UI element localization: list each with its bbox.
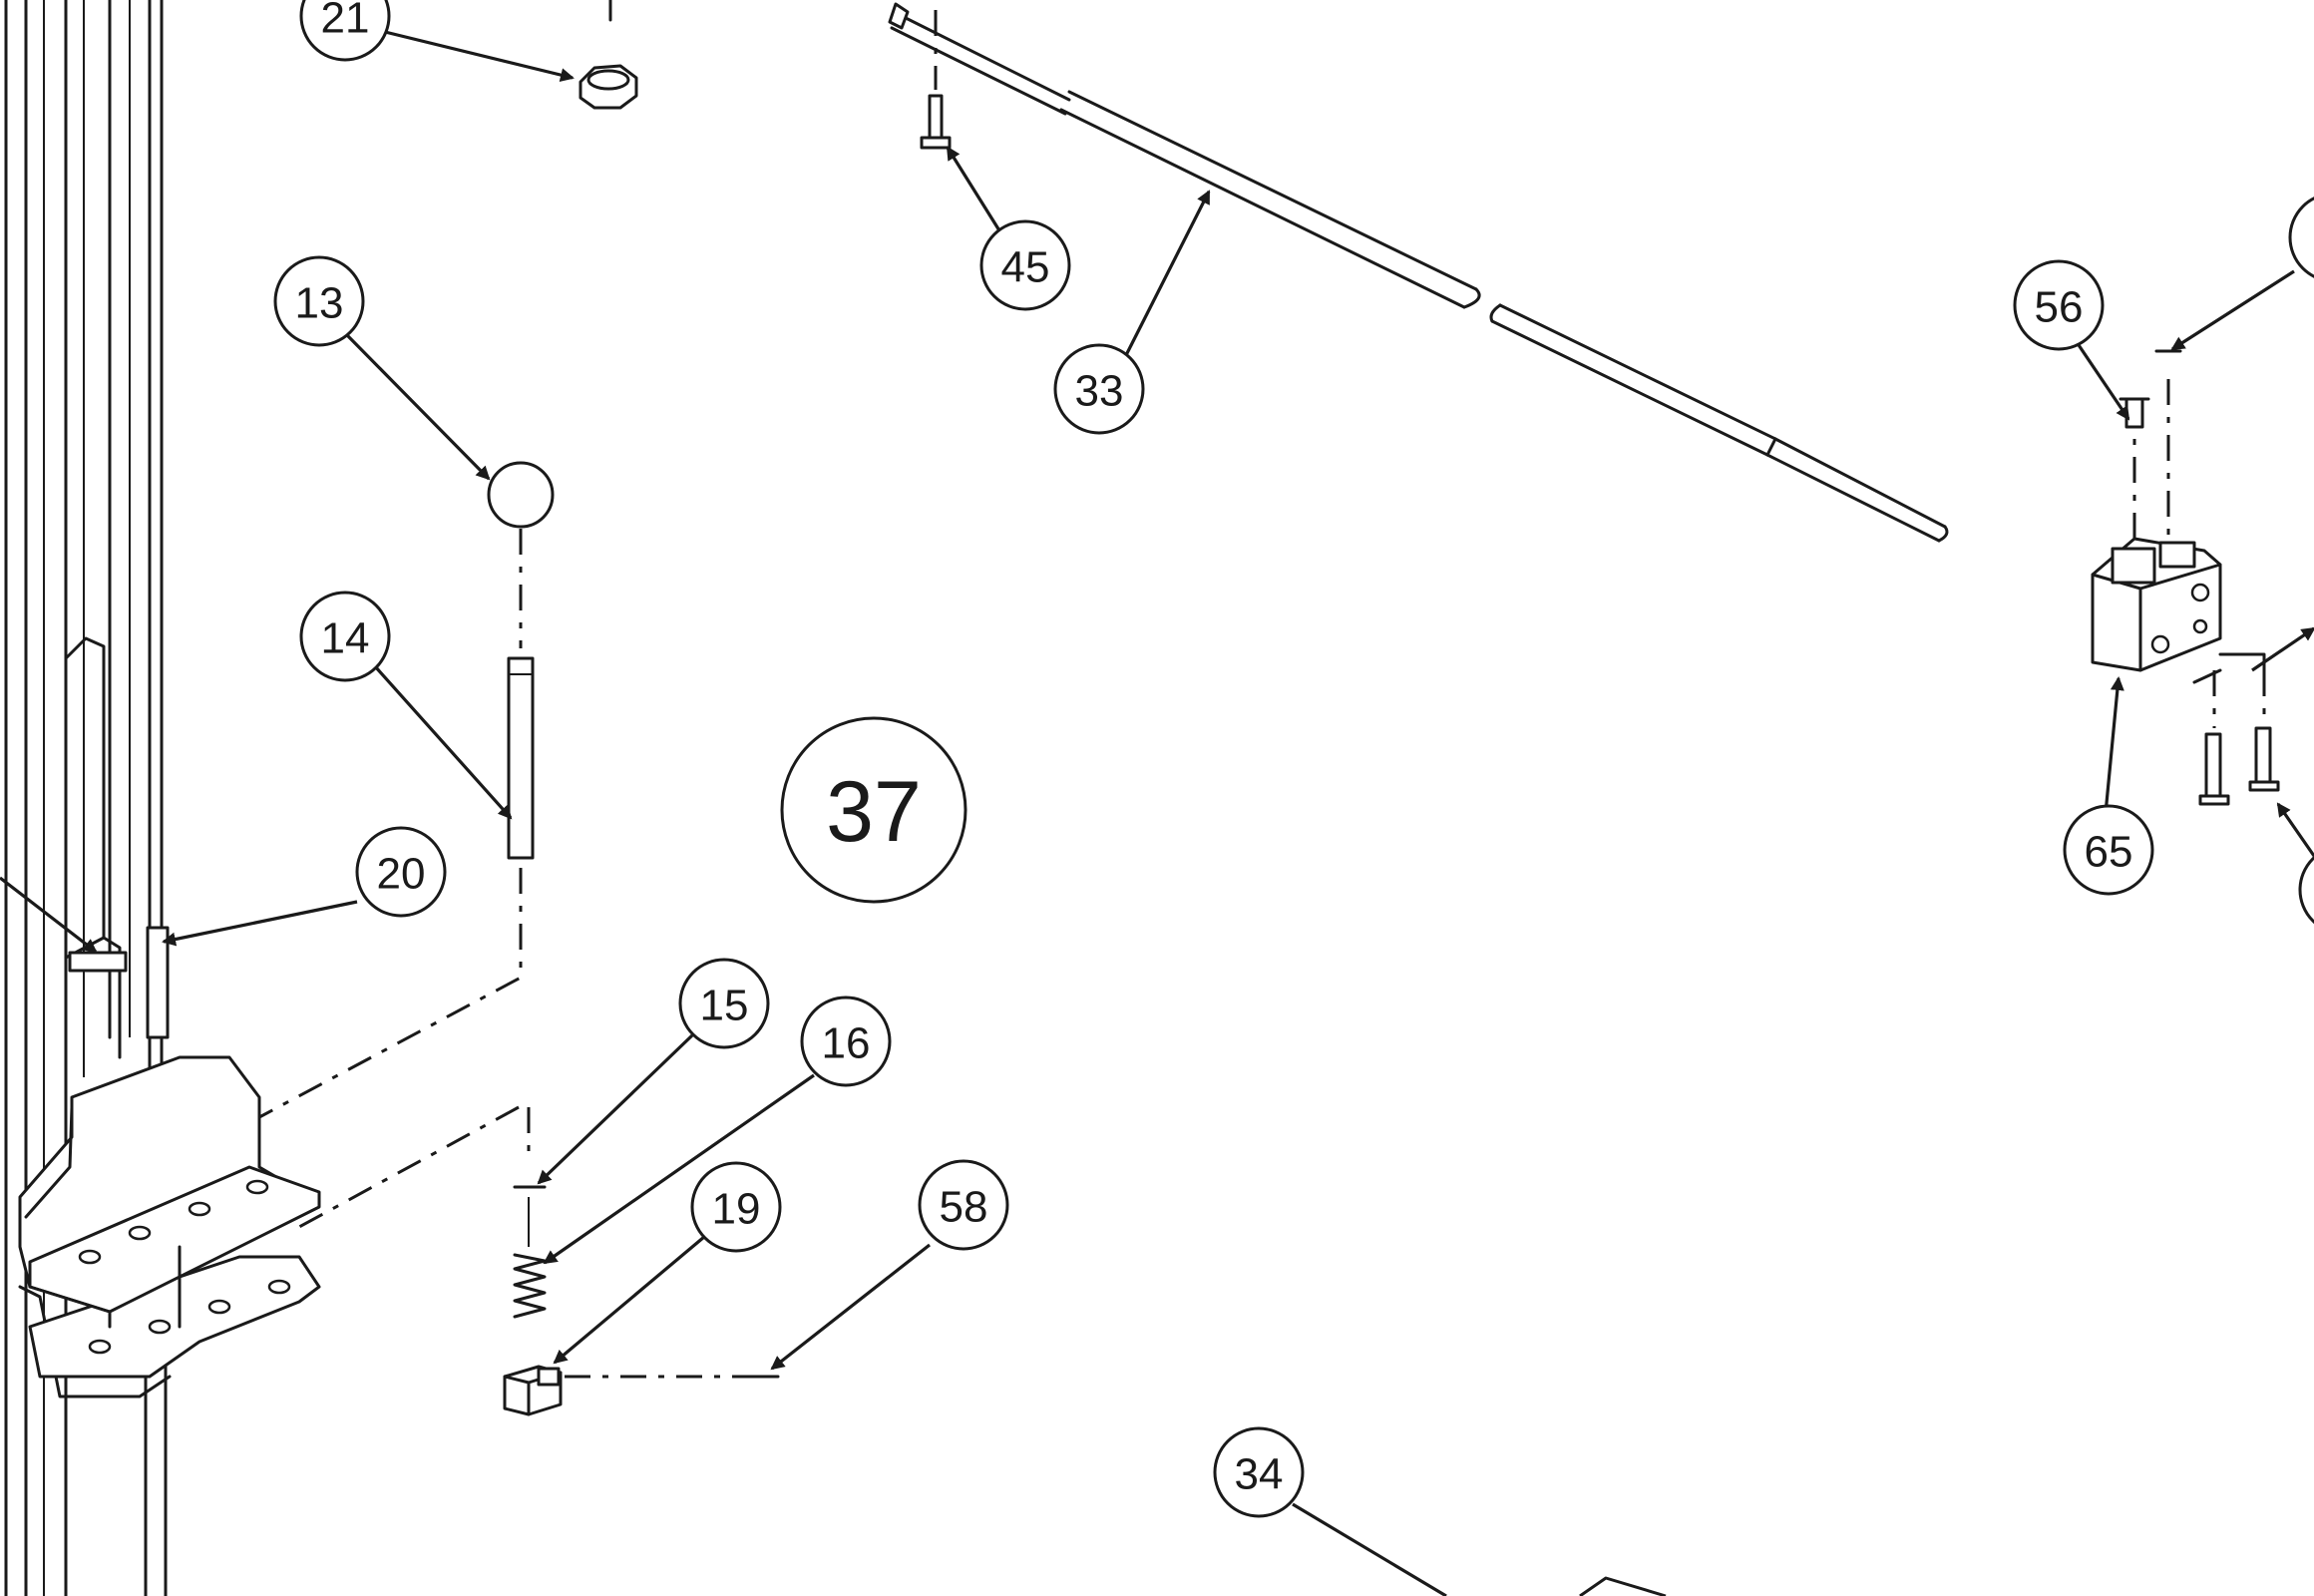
callout-58: 58 [918,1159,1009,1251]
ball-knob [487,461,555,529]
svg-text:15: 15 [700,982,749,1030]
long-rod [888,2,1949,543]
callout-clipped-top-right [2288,197,2314,278]
leader-lines [0,30,2314,1596]
pin-rod [507,656,535,860]
svg-text:19: 19 [712,1185,761,1234]
callout-16: 16 [800,996,892,1087]
svg-text:65: 65 [2085,828,2133,877]
callout-65: 65 [2063,804,2154,896]
callout-20: 20 [355,826,447,918]
svg-text:21: 21 [321,0,370,43]
svg-text:16: 16 [822,1019,871,1068]
part-34-fragment [1579,1576,1667,1596]
callout-33: 33 [1053,343,1145,435]
svg-text:20: 20 [377,850,426,899]
svg-text:45: 45 [1001,243,1050,292]
screw-45 [920,10,952,150]
switch-block [2091,349,2314,806]
callout-34: 34 [1213,1426,1305,1518]
callout-56: 56 [2013,259,2105,351]
callout-15: 15 [678,958,770,1049]
svg-text:14: 14 [321,614,370,663]
callout-21: 21 [299,0,391,62]
callout-clipped-bottom-right [2298,855,2314,925]
spring-assembly [503,1107,780,1416]
svg-text:37: 37 [826,764,922,860]
callout-13: 13 [273,255,365,347]
svg-text:34: 34 [1235,1450,1284,1499]
svg-text:58: 58 [940,1183,988,1232]
callout-45: 45 [979,219,1071,311]
hex-nut [578,0,638,110]
svg-text:33: 33 [1075,367,1124,416]
svg-text:13: 13 [295,279,344,328]
svg-text:56: 56 [2035,283,2084,332]
callout-14: 14 [299,591,391,682]
mounting-bracket [18,1055,321,1398]
callout-19: 19 [690,1161,782,1253]
callout-37: 37 [780,716,967,904]
